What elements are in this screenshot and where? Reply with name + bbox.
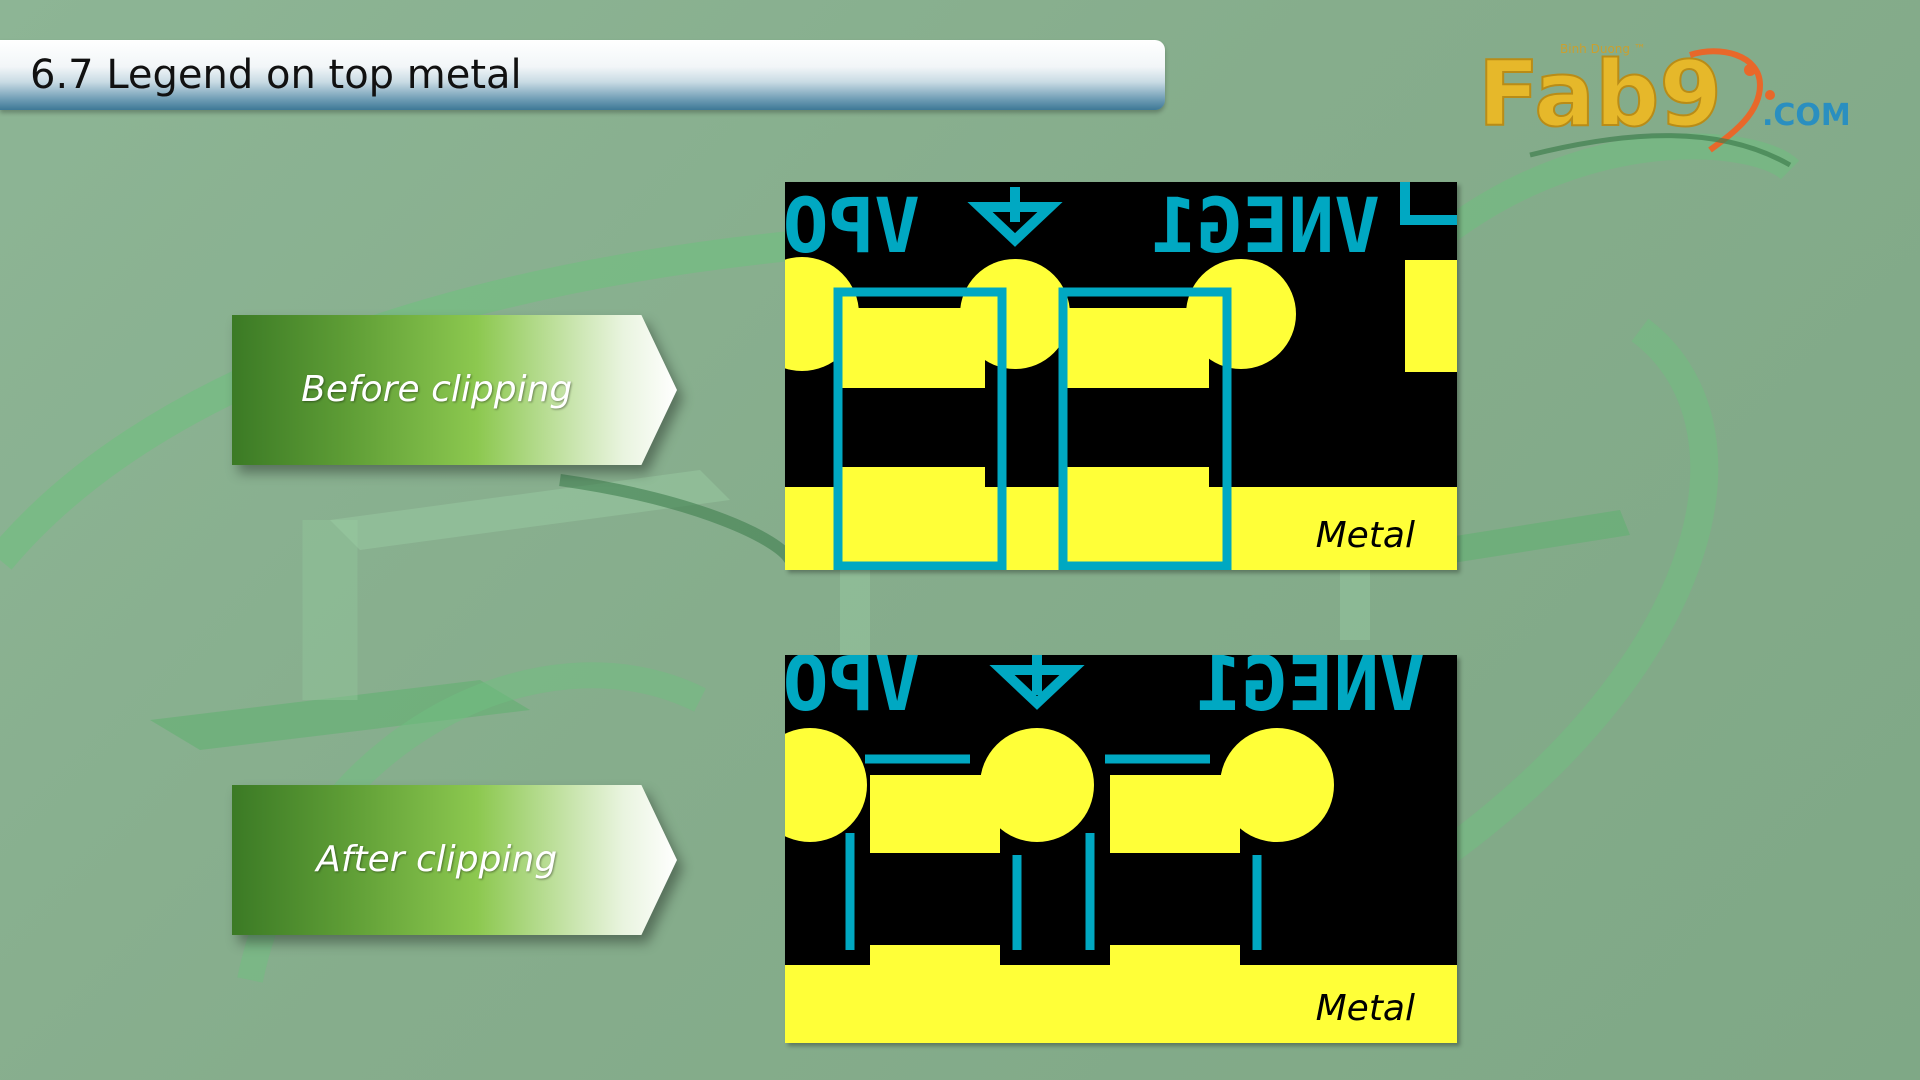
before-clipping-label: Before clipping bbox=[232, 315, 677, 465]
legend-text-vpo-clipped: VPO bbox=[785, 655, 920, 728]
logo-domain: .COM bbox=[1762, 98, 1851, 133]
before-clipping-panel: VPO VNEG1 Metal bbox=[785, 182, 1457, 570]
fab9-logo: Binh Duong ™ Fab9 .COM bbox=[1477, 41, 1851, 168]
legend-text-vneg1-clipped: VNEG1 bbox=[1196, 655, 1425, 728]
logo-wordmark: Fab9 bbox=[1478, 42, 1722, 147]
title-bar: 6.7 Legend on top metal bbox=[0, 40, 1165, 110]
page-title: 6.7 Legend on top metal bbox=[30, 52, 522, 98]
metal-label: Metal bbox=[1315, 515, 1415, 556]
logo-tagline: Binh Duong ™ bbox=[1560, 42, 1646, 56]
after-clipping-text: After clipping bbox=[316, 839, 558, 880]
legend-text-vneg1: VNEG1 bbox=[1151, 182, 1380, 270]
metal-label-after: Metal bbox=[1315, 988, 1415, 1029]
before-clipping-text: Before clipping bbox=[301, 369, 573, 410]
after-clipping-label: After clipping bbox=[232, 785, 677, 935]
after-clipping-panel: VPO VNEG1 Metal bbox=[785, 655, 1457, 1043]
legend-text-vpo: VPO bbox=[785, 182, 920, 270]
